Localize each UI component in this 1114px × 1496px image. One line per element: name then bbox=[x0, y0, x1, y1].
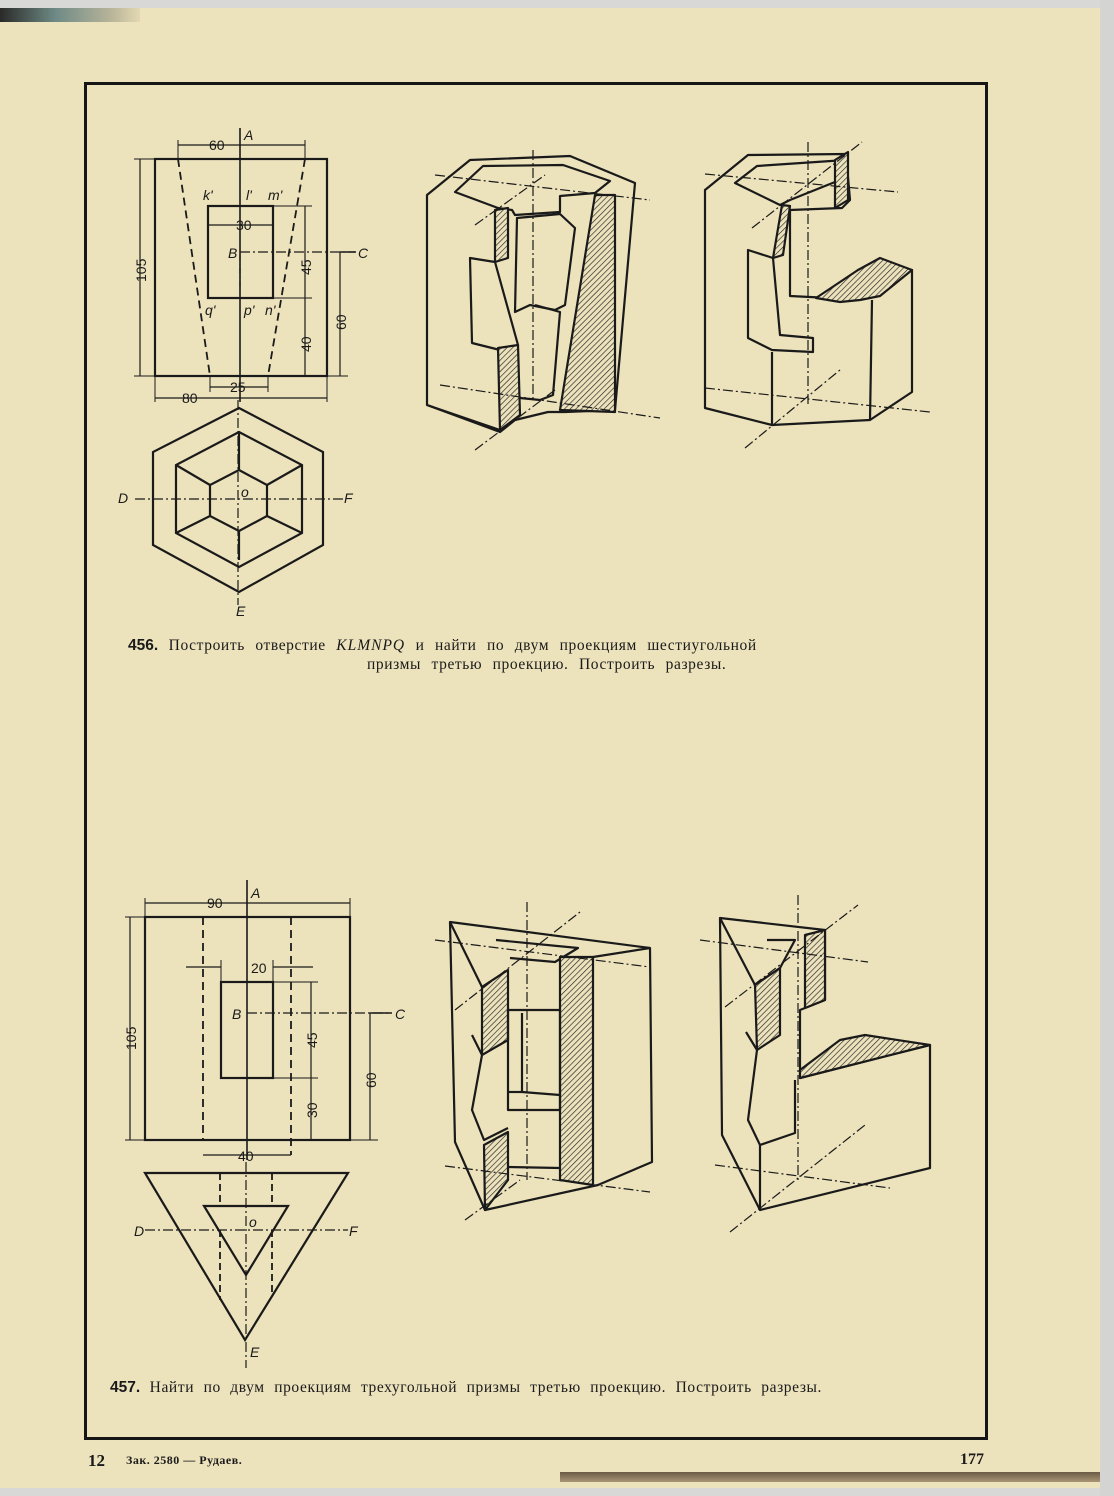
dim-80: 80 bbox=[182, 390, 198, 406]
label-A: A bbox=[243, 127, 253, 143]
dim-60: 60 bbox=[363, 1072, 379, 1088]
dim-45: 45 bbox=[298, 259, 314, 275]
problem-456-text-3: призмы третью проекцию. Построить разрез… bbox=[367, 656, 727, 673]
imprint-text: Зак. 2580 — Рудаев. bbox=[126, 1453, 243, 1467]
p456-top-view bbox=[135, 400, 343, 605]
label-D: D bbox=[118, 490, 128, 506]
label-k: k' bbox=[203, 187, 214, 203]
problem-457-caption: 457. Найти по двум проекциям трехугольно… bbox=[110, 1379, 822, 1397]
label-D: D bbox=[134, 1223, 144, 1239]
right-page-number: 177 bbox=[960, 1451, 984, 1468]
dim-25: 25 bbox=[230, 379, 246, 395]
left-page-number: 12 bbox=[88, 1451, 105, 1470]
label-B: B bbox=[232, 1006, 241, 1022]
p457-section-view-2 bbox=[699, 895, 932, 1233]
dim-60-right: 60 bbox=[333, 314, 349, 330]
problem-457-text: Найти по двум проекциям трехугольной при… bbox=[149, 1379, 823, 1396]
p457-section-view-1 bbox=[434, 902, 654, 1221]
p456-section-view-2 bbox=[703, 141, 931, 449]
dim-20: 20 bbox=[251, 960, 267, 976]
problem-456-hole-name: KLMNPQ bbox=[336, 637, 406, 654]
dim-60: 60 bbox=[209, 137, 225, 153]
dim-40: 40 bbox=[238, 1148, 254, 1164]
p457-front-view bbox=[125, 880, 392, 1160]
label-n: n' bbox=[265, 302, 277, 318]
dim-90: 90 bbox=[207, 895, 223, 911]
label-F: F bbox=[349, 1223, 359, 1239]
page-frame bbox=[84, 82, 988, 1440]
label-q: q' bbox=[205, 302, 217, 318]
label-E: E bbox=[236, 603, 246, 619]
label-F: F bbox=[344, 490, 354, 506]
page-bottom-edge bbox=[560, 1472, 1100, 1482]
dim-45: 45 bbox=[304, 1032, 320, 1048]
problem-456-text-2: и найти по двум проекциям шестиугольной bbox=[415, 637, 757, 654]
problem-456-caption: 456. Построить отверстие KLMNPQ и найти … bbox=[128, 637, 757, 655]
label-m: m' bbox=[268, 187, 284, 203]
problem-456-text-1: Построить отверстие bbox=[168, 637, 326, 654]
problem-456-number: 456. bbox=[128, 637, 159, 654]
p456-top-view-labels: D o F E bbox=[118, 484, 354, 619]
problem-457-number: 457. bbox=[110, 1379, 141, 1396]
scan-margin bbox=[1100, 0, 1114, 1496]
label-p: p' bbox=[243, 302, 256, 318]
label-o: o bbox=[249, 1214, 257, 1230]
p456-front-view-labels: 60 A k' l' m' 30 B C q' p' n' 105 45 40 … bbox=[133, 127, 369, 406]
label-A: A bbox=[250, 885, 260, 901]
p456-section-view-1 bbox=[425, 150, 661, 451]
p457-top-view bbox=[143, 1162, 350, 1368]
p457-front-view-labels: 90 A 20 B C 105 45 30 60 40 bbox=[123, 885, 406, 1164]
label-C: C bbox=[358, 245, 369, 261]
problem-456-caption-line2: призмы третью проекцию. Построить разрез… bbox=[367, 656, 726, 674]
label-o: o bbox=[241, 484, 249, 500]
p456-front-view bbox=[134, 128, 356, 402]
dim-30: 30 bbox=[236, 217, 252, 233]
label-E: E bbox=[250, 1344, 260, 1360]
dim-105: 105 bbox=[133, 258, 149, 282]
label-C: C bbox=[395, 1006, 406, 1022]
label-l: l' bbox=[246, 187, 253, 203]
dim-105: 105 bbox=[123, 1026, 139, 1050]
p457-top-view-labels: D o F E bbox=[134, 1214, 359, 1360]
label-B: B bbox=[228, 245, 237, 261]
dim-40: 40 bbox=[298, 336, 314, 352]
dim-30: 30 bbox=[304, 1102, 320, 1118]
scan-edge-artifact bbox=[0, 8, 140, 22]
